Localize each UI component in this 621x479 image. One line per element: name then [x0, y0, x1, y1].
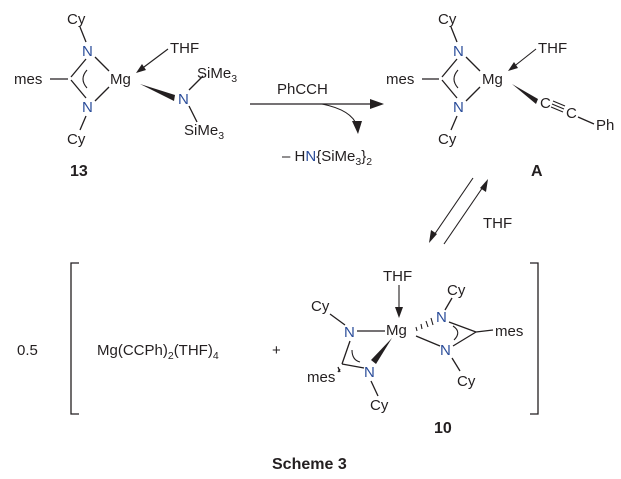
cy-10-right-top: Cy	[447, 282, 466, 299]
n-13-bottom: N	[82, 99, 93, 116]
cy-10-left-top: Cy	[311, 298, 330, 315]
cy-10-right-bottom: Cy	[457, 373, 476, 390]
mg-ccph2-thf4: Mg(CCPh)2(THF)4	[97, 342, 219, 362]
label-10: 10	[434, 420, 452, 437]
c1-a: C	[540, 95, 551, 112]
thf-10: THF	[383, 268, 412, 285]
mg-a: Mg	[482, 71, 503, 88]
reagent-phcch: PhCCH	[277, 81, 328, 98]
ph-a: Ph	[596, 117, 614, 134]
compound-13: Cy N mes Mg N Cy THF N SiMe3 SiMe3 13	[14, 11, 237, 180]
mes-a: mes	[386, 71, 414, 88]
n-13-top: N	[82, 43, 93, 60]
mes-10-right: mes	[495, 323, 523, 340]
label-13: 13	[70, 163, 88, 180]
thf-equilibrium: THF	[483, 215, 512, 232]
n-10-left-bottom: N	[364, 364, 375, 381]
mg-13: Mg	[110, 71, 131, 88]
scheme-caption: Scheme 3	[272, 456, 347, 473]
n-10-left-top: N	[344, 324, 355, 341]
cy-13-top: Cy	[67, 11, 86, 28]
cy-a-top: Cy	[438, 11, 457, 28]
n-10-right-bottom: N	[440, 342, 451, 359]
cy-10-left-bottom: Cy	[370, 397, 389, 414]
reaction-arrow-1: PhCCH – HN{SiMe3}2	[250, 81, 384, 168]
thf-a: THF	[538, 40, 567, 57]
compound-a: Cy N mes Mg N Cy THF C C Ph A	[386, 11, 614, 180]
n-amide-13: N	[178, 91, 189, 108]
c2-a: C	[566, 105, 577, 122]
mes-10-left: mes	[307, 369, 335, 386]
coefficient: 0.5	[17, 342, 38, 359]
mes-13: mes	[14, 71, 42, 88]
plus-sign: +	[272, 342, 281, 359]
compound-10: THF Mg Cy N mes N Cy Cy N mes N Cy	[307, 268, 523, 437]
cy-13-bottom: Cy	[67, 131, 86, 148]
n-a-top: N	[453, 43, 464, 60]
sime3-13-top: SiMe3	[197, 65, 237, 85]
mg-10: Mg	[386, 322, 407, 339]
thf-13: THF	[170, 40, 199, 57]
sime3-13-bottom: SiMe3	[184, 122, 224, 142]
equilibrium-arrows: THF	[429, 177, 512, 245]
byproduct-hmds: – HN{SiMe3}2	[282, 148, 372, 168]
n-10-right-top: N	[436, 309, 447, 326]
cy-a-bottom: Cy	[438, 131, 457, 148]
label-a: A	[531, 163, 543, 180]
n-a-bottom: N	[453, 99, 464, 116]
products-bracket: 0.5 Mg(CCPh)2(THF)4 +	[17, 262, 539, 415]
